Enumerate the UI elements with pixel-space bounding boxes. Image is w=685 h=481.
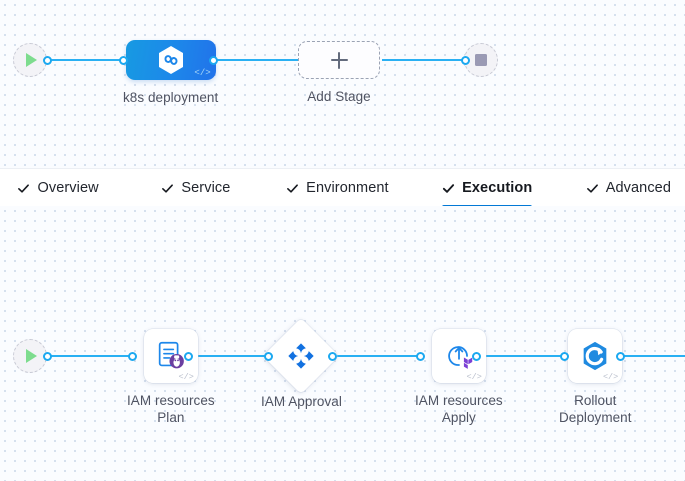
stage-start-node[interactable] xyxy=(13,43,47,77)
add-stage-button[interactable] xyxy=(298,41,380,79)
kubernetes-hexagon-icon xyxy=(158,46,183,74)
stage-code-badge: </> xyxy=(194,68,211,78)
tab-label: Execution xyxy=(462,180,533,196)
step-approval-in-port[interactable] xyxy=(264,351,273,361)
step-code-badge: </> xyxy=(178,372,194,382)
step-approval-out-port[interactable] xyxy=(328,351,337,361)
step-card[interactable]: </> xyxy=(568,329,623,383)
step-link-approval-to-apply xyxy=(332,355,420,357)
diamond-holder xyxy=(263,317,340,395)
approval-diamond-card[interactable] xyxy=(263,317,340,395)
step-rollout-in-port[interactable] xyxy=(560,351,569,361)
step-link-start-to-plan xyxy=(40,355,132,357)
tab-label: Advanced xyxy=(605,180,672,196)
step-node-iam-resources-apply[interactable]: </> IAM resources Apply xyxy=(415,329,503,426)
tab-execution[interactable]: Execution xyxy=(428,169,546,208)
check-icon xyxy=(286,182,299,195)
stage-end-port[interactable] xyxy=(461,55,470,65)
step-label: Rollout Deployment xyxy=(559,393,632,425)
stage-link-start-to-k8s xyxy=(40,59,128,61)
approval-flower-icon xyxy=(288,343,315,369)
add-stage-label: Add Stage xyxy=(307,89,371,104)
step-start-node[interactable] xyxy=(13,339,47,373)
play-icon xyxy=(26,53,37,67)
step-link-apply-to-rollout xyxy=(476,355,564,357)
execution-steps-canvas[interactable]: </> IAM resources Plan xyxy=(0,206,685,481)
step-card[interactable]: </> xyxy=(143,329,198,383)
step-start-port[interactable] xyxy=(43,351,52,361)
play-icon xyxy=(26,349,37,363)
stop-icon xyxy=(475,54,487,66)
step-node-iam-resources-plan[interactable]: </> IAM resources Plan xyxy=(127,329,215,426)
check-icon xyxy=(17,182,30,195)
step-code-badge: </> xyxy=(466,372,482,382)
step-node-iam-approval[interactable]: IAM Approval xyxy=(261,317,342,410)
stage-k8s-in-port[interactable] xyxy=(119,55,128,65)
step-label: IAM resources Plan xyxy=(127,393,215,425)
step-link-plan-to-approval xyxy=(188,355,268,357)
step-plan-in-port[interactable] xyxy=(128,351,137,361)
stage-link-add-to-end xyxy=(382,59,470,61)
stage-k8s-out-port[interactable] xyxy=(209,55,218,65)
tab-overview[interactable]: Overview xyxy=(3,169,112,207)
step-label: IAM Approval xyxy=(261,394,342,409)
step-apply-out-port[interactable] xyxy=(472,351,481,361)
step-rollout-out-port[interactable] xyxy=(616,351,625,361)
tab-label: Environment xyxy=(306,180,389,196)
terraform-apply-icon xyxy=(448,346,473,369)
tab-advanced[interactable]: Advanced xyxy=(572,169,685,207)
tab-label: Service xyxy=(181,180,231,196)
step-code-badge: </> xyxy=(602,372,619,382)
stage-config-tabs[interactable]: Overview Service Environment Execution xyxy=(0,168,685,208)
tab-label: Overview xyxy=(37,180,99,196)
rollout-hexagon-icon xyxy=(583,341,607,371)
plus-icon xyxy=(330,51,348,69)
check-icon xyxy=(442,182,455,195)
stage-start-circle[interactable] xyxy=(13,43,47,77)
pipeline-stage-canvas[interactable]: </> k8s deployment Add Stage xyxy=(0,0,685,168)
stage-start-port[interactable] xyxy=(43,55,52,65)
check-icon xyxy=(586,182,599,195)
tab-environment[interactable]: Environment xyxy=(272,169,403,207)
check-icon xyxy=(161,182,174,195)
diamond-icon-holder xyxy=(286,341,316,371)
step-plan-out-port[interactable] xyxy=(184,351,193,361)
step-link-rollout-to-next xyxy=(620,355,685,357)
terraform-plan-icon xyxy=(158,341,184,369)
stage-node-k8s-deployment[interactable]: </> k8s deployment xyxy=(123,40,218,106)
stage-link-k8s-to-add xyxy=(212,59,300,61)
stage-card[interactable]: </> xyxy=(125,40,216,80)
tab-service[interactable]: Service xyxy=(147,169,244,207)
stage-label: k8s deployment xyxy=(123,90,219,105)
step-apply-in-port[interactable] xyxy=(416,351,425,361)
step-label: IAM resources Apply xyxy=(415,393,503,425)
add-stage-node[interactable]: Add Stage xyxy=(298,41,380,105)
step-start-circle[interactable] xyxy=(13,339,47,373)
step-node-rollout-deployment[interactable]: </> Rollout Deployment xyxy=(559,329,632,426)
